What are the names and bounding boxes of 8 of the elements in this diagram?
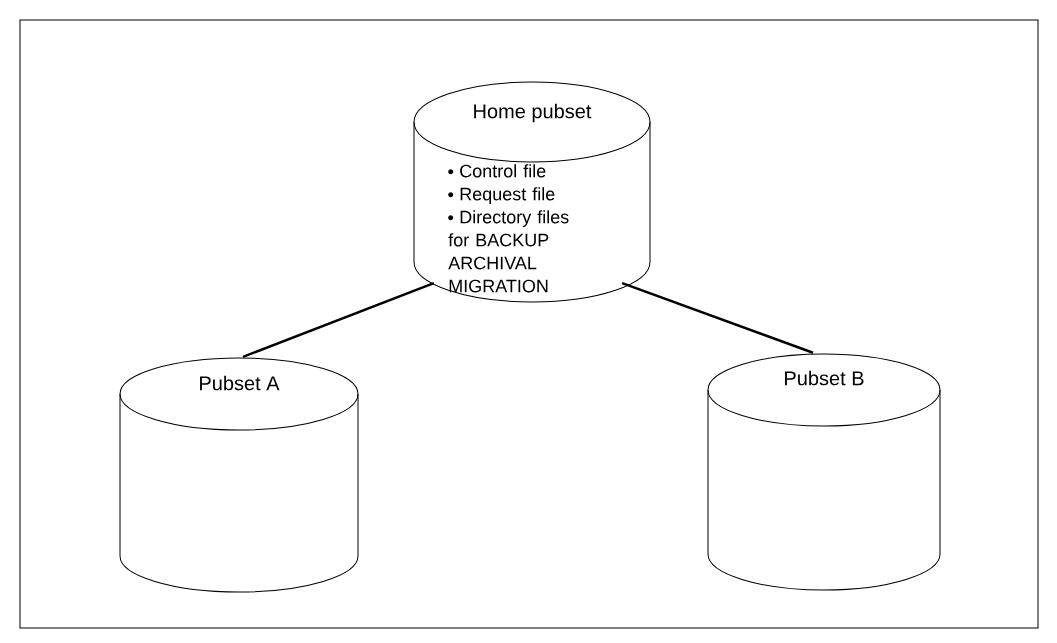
cylinder: Home pubset Control file Request file Directory files for BACKUP ARCHIVAL MIGRATION [413,81,651,303]
node-label: Control file [460,164,546,178]
connector-line [621,282,814,354]
cylinder: Pubset B [707,353,941,591]
cylinder: Pubset A [119,357,359,593]
connector-line [242,282,435,358]
node-label: Directory files for BACKUP ARCHIVAL MIGRATION [448,210,569,293]
node-label: Request file [460,187,555,204]
